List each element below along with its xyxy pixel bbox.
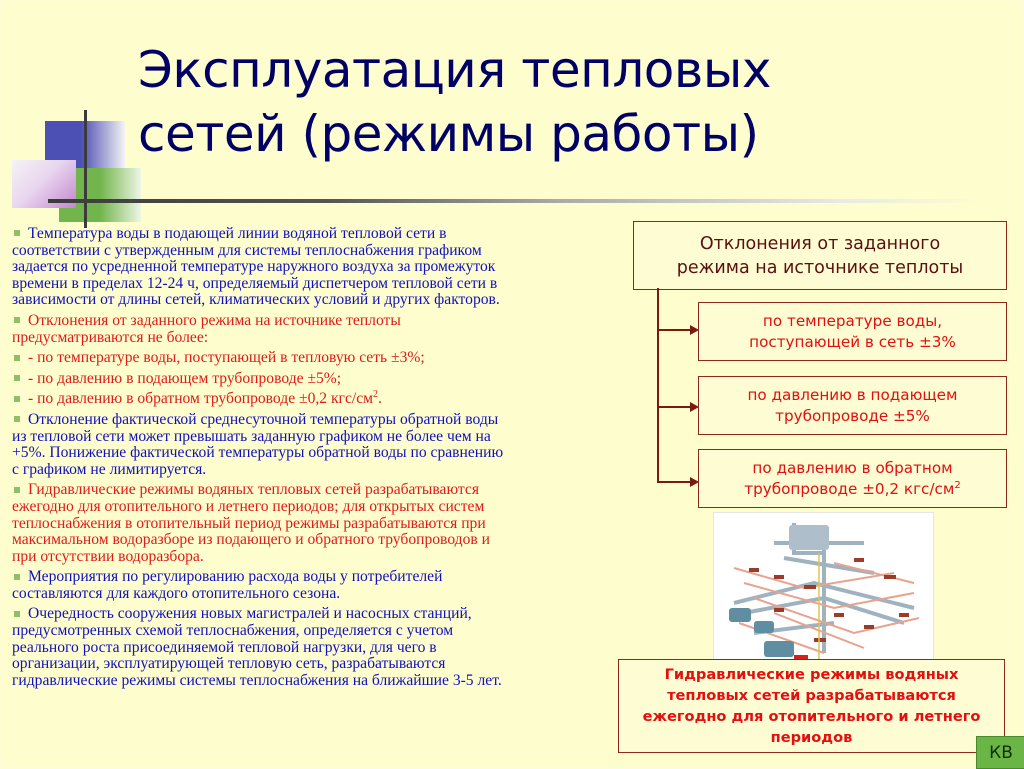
square-bullet-icon	[14, 354, 20, 361]
diagram-connector-1	[657, 329, 690, 331]
pipeline-network-image	[713, 512, 934, 669]
diagram-item-supply-pressure: по давлению в подающем трубопроводе ±5%	[698, 376, 1007, 435]
paragraph-supply-temperature: Температура воды в подающей линии водяно…	[12, 225, 500, 309]
square-bullet-icon	[14, 486, 20, 493]
slide-title: Эксплуатация тепловых сетей (режимы рабо…	[138, 38, 938, 166]
paragraph-deviation-return-pressure: - по давлению в обратном трубопроводе ±0…	[12, 390, 612, 408]
diagram-item-return-pressure: по давлению в обратном трубопроводе ±0,2…	[698, 449, 1007, 508]
arrow-right-icon	[690, 402, 699, 412]
arrow-right-icon	[690, 477, 699, 487]
paragraph-flow-regulation: Мероприятия по регулированию расхода вод…	[12, 568, 443, 602]
square-bullet-icon	[14, 416, 20, 423]
square-bullet-icon	[14, 317, 20, 324]
square-bullet-icon	[14, 395, 20, 402]
square-bullet-icon	[14, 230, 20, 237]
paragraph-construction-order: Очередность сооружения новых магистралей…	[12, 605, 502, 689]
paragraph-deviation-supply-pressure: - по давлению в подающем трубопроводе ±5…	[12, 370, 612, 388]
diagram-item-temperature: по температуре воды, поступающей в сеть …	[698, 302, 1007, 361]
square-bullet-icon	[14, 610, 20, 617]
diagram-connector-3	[657, 481, 690, 483]
paragraph-hydraulic-modes: Гидравлические режимы водяных тепловых с…	[12, 481, 490, 565]
diagram-connector-vertical	[657, 288, 659, 483]
title-underline	[48, 199, 978, 203]
square-bullet-icon	[14, 375, 20, 382]
body-text: Температура воды в подающей линии водяно…	[12, 225, 612, 693]
diagram-main-box: Отклонения от заданного режима на источн…	[633, 221, 1007, 290]
hydraulic-modes-callout: Гидравлические режимы водяных тепловых с…	[618, 659, 1005, 753]
title-line-1: Эксплуатация тепловых	[138, 41, 771, 99]
paragraph-deviation-temperature: - по температуре воды, поступающей в теп…	[12, 349, 612, 367]
paragraph-deviations: Отклонения от заданного режима на источн…	[12, 311, 401, 346]
arrow-right-icon	[690, 325, 699, 335]
paragraph-return-temperature: Отклонение фактической среднесуточной те…	[12, 410, 504, 478]
pipeline-illustration-icon	[729, 523, 920, 665]
diagram-connector-2	[657, 406, 690, 408]
kb-badge: КВ	[976, 736, 1024, 769]
square-bullet-icon	[14, 573, 20, 580]
decorative-vertical-line	[84, 110, 87, 228]
title-line-2: сетей (режимы работы)	[138, 105, 759, 163]
